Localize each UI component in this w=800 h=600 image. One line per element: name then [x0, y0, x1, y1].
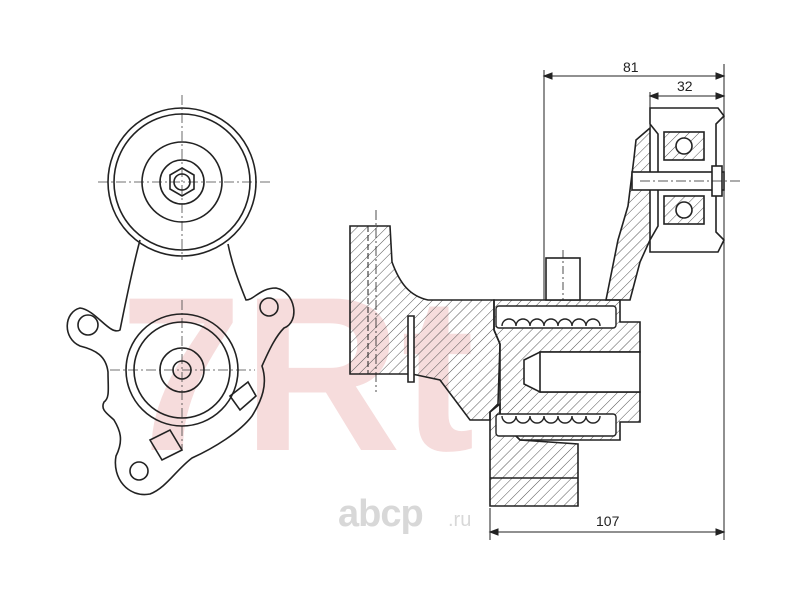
brand-watermark: abcp .ru	[338, 493, 471, 535]
tensioner-arm	[66, 239, 295, 496]
torsion-spring	[495, 305, 617, 437]
lower-pivot	[125, 313, 258, 462]
section-view	[349, 107, 740, 507]
brand-suffix-text: .ru	[448, 509, 471, 531]
bearing-ball-icon	[675, 201, 693, 219]
upper-pulley	[107, 107, 257, 257]
abcp-logo-icon: abcp	[338, 493, 424, 535]
dimension-32-label: 32	[677, 78, 693, 94]
hex-bolt-icon	[169, 167, 195, 197]
dimension-lines	[488, 64, 726, 540]
bearing-ball-icon	[675, 137, 693, 155]
upper-arm	[605, 126, 651, 301]
bracket-section	[349, 225, 501, 421]
dimension-107-label: 107	[596, 513, 620, 529]
dimension-81-label: 81	[623, 59, 639, 75]
front-view	[66, 95, 295, 496]
mounting-ears	[77, 297, 279, 481]
pulley-section	[631, 107, 740, 253]
brand-main-text: abcp	[338, 493, 423, 535]
